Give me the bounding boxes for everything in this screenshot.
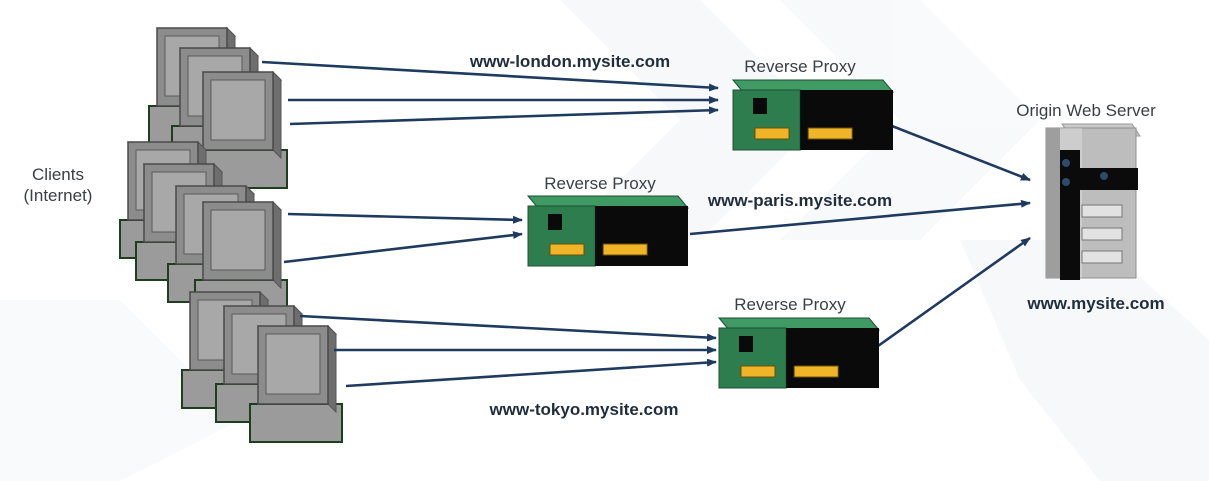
proxy-paris-label: Reverse Proxy: [544, 174, 656, 193]
host-london-label: www-london.mysite.com: [469, 52, 670, 71]
connection-arrow: [283, 231, 523, 264]
host-paris-label: www-paris.mysite.com: [707, 191, 892, 210]
client-computer-icon: [249, 324, 343, 443]
client-computers: [119, 26, 343, 443]
reverse-proxies: [526, 79, 895, 389]
connection-arrow: [345, 358, 717, 388]
connection-arrow: [289, 106, 719, 126]
host-tokyo-label: www-tokyo.mysite.com: [489, 400, 679, 419]
clients-sublabel: (Internet): [24, 186, 93, 205]
reverse-proxy-tokyo-icon: [717, 317, 881, 389]
reverse-proxy-paris-icon: [526, 195, 690, 267]
connection-arrow: [877, 236, 1031, 348]
connection-arrows: [261, 60, 1031, 388]
connection-arrow: [689, 199, 1031, 236]
proxy-london-label: Reverse Proxy: [744, 57, 856, 76]
origin-server-label: Origin Web Server: [1016, 101, 1156, 120]
connection-arrow: [891, 124, 1031, 182]
connection-arrow: [287, 212, 523, 224]
host-origin-label: www.mysite.com: [1026, 294, 1164, 313]
reverse-proxy-london-icon: [731, 79, 895, 151]
origin-server: [1045, 123, 1141, 280]
clients-label: Clients: [32, 165, 84, 184]
connection-arrow: [299, 314, 717, 342]
connection-arrow: [261, 60, 719, 92]
proxy-tokyo-label: Reverse Proxy: [734, 295, 846, 314]
